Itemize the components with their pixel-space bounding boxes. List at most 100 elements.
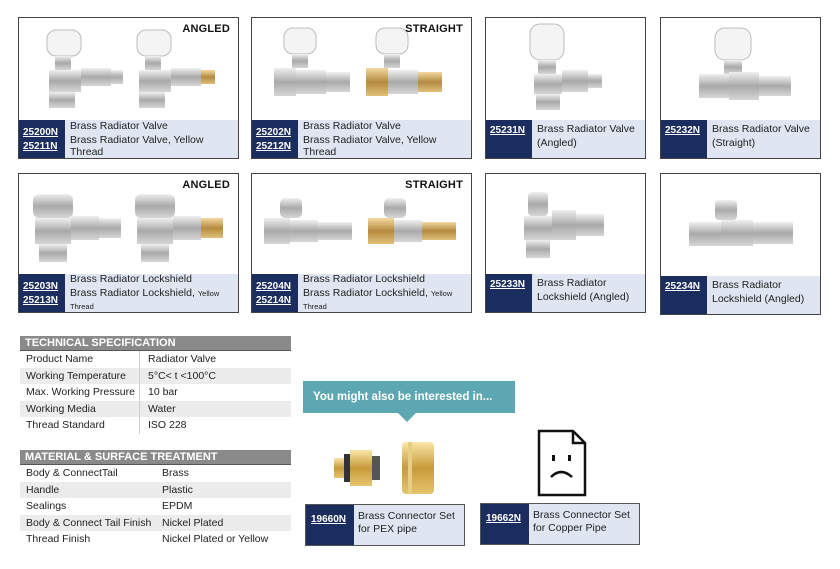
product-code-link[interactable]: 25231N — [490, 125, 526, 136]
straight-lockshield-image — [264, 198, 456, 244]
product-code-link[interactable]: 25204N — [256, 280, 292, 292]
related-code: 19660N — [306, 505, 354, 545]
spec-key: Working Media — [20, 400, 140, 417]
description-line: Brass Connector Set — [533, 509, 630, 521]
spec-row: Max. Working Pressure 10 bar — [20, 384, 291, 401]
interest-banner-arrow — [398, 413, 416, 422]
material-key: Body & ConnectTail — [26, 467, 118, 479]
material-value: EPDM — [162, 500, 193, 512]
description-line: Lockshield (Angled) — [537, 291, 630, 303]
product-photo — [661, 18, 820, 118]
related-code: 19662N — [481, 504, 529, 544]
description-line: (Angled) — [537, 137, 577, 149]
related-product-19662[interactable]: 19662N Brass Connector Set for Copper Pi… — [480, 503, 640, 545]
connector-set-image[interactable] — [328, 436, 438, 500]
product-card-25234[interactable]: 25234N Brass Radiator Lockshield (Angled… — [660, 173, 821, 315]
product-description: Brass Radiator Valve Brass Radiator Valv… — [65, 120, 238, 158]
product-description: Brass Radiator Valve (Straight) — [707, 120, 820, 158]
product-codes: 25233N — [486, 274, 532, 312]
related-product-19660[interactable]: 19660N Brass Connector Set for PEX pipe — [305, 504, 465, 546]
product-codes: 25234N — [661, 276, 707, 314]
material-row: Thread Finish Nickel Plated or Yellow — [20, 531, 291, 548]
product-card-25200[interactable]: ANGLED 25200N 25211N Brass Radiator Valv… — [18, 17, 239, 159]
related-description: Brass Connector Set for PEX pipe — [354, 505, 464, 545]
material-value: Nickel Plated or Yellow — [162, 533, 269, 545]
product-photo — [252, 18, 471, 118]
product-photo — [252, 174, 471, 274]
description-line: for Copper Pipe — [533, 522, 607, 534]
product-code-link[interactable]: 25200N — [23, 126, 59, 138]
product-code-link[interactable]: 25233N — [490, 279, 526, 290]
product-code-link[interactable]: 25202N — [256, 126, 292, 138]
product-code-link[interactable]: 25213N — [23, 294, 59, 306]
description-line: Brass Radiator Lockshield — [70, 273, 192, 285]
description-line: Brass Radiator — [537, 277, 607, 289]
product-card-25202[interactable]: STRAIGHT 25202N 25212N Brass Radiator Va… — [251, 17, 472, 159]
material-key: Sealings — [26, 500, 67, 512]
spec-key: Thread Standard — [20, 417, 140, 434]
product-info: 25231N Brass Radiator Valve (Angled) — [486, 120, 645, 158]
product-code-link[interactable]: 25234N — [665, 281, 701, 292]
material-title: MATERIAL & SURFACE TREATMENT — [20, 450, 291, 465]
material-key: Body & Connect Tail Finish — [26, 516, 152, 529]
spec-value: 5°C< t <100°C — [148, 369, 216, 382]
product-info: 25204N 25214N Brass Radiator Lockshield … — [252, 273, 471, 312]
angled-lockshield-image — [33, 194, 223, 262]
spec-key: Working Temperature — [20, 367, 140, 384]
product-code-link[interactable]: 25212N — [256, 140, 292, 152]
material-value: Brass — [162, 467, 189, 479]
spec-value: 10 bar — [148, 386, 178, 398]
description-line: Brass Radiator Lockshield — [303, 273, 425, 285]
product-codes: 25200N 25211N — [19, 120, 65, 158]
product-card-25231[interactable]: 25231N Brass Radiator Valve (Angled) — [485, 17, 646, 159]
material-key: Thread Finish — [26, 533, 91, 545]
description-line: Brass Radiator Lockshield, Yellow Thread — [70, 287, 238, 313]
product-info: 25200N 25211N Brass Radiator Valve Brass… — [19, 120, 238, 158]
product-code-link[interactable]: 25203N — [23, 280, 59, 292]
product-card-25232[interactable]: 25232N Brass Radiator Valve (Straight) — [660, 17, 821, 159]
material-key: Handle — [26, 483, 60, 496]
spec-key: Max. Working Pressure — [20, 384, 140, 401]
straight-lockshield-image — [689, 200, 793, 246]
variant-tag: ANGLED — [182, 179, 230, 191]
product-card-25233[interactable]: 25233N Brass Radiator Lockshield (Angled… — [485, 173, 646, 313]
product-codes: 25231N — [486, 120, 532, 158]
product-photo — [661, 174, 820, 274]
product-description: Brass Radiator Lockshield Brass Radiator… — [298, 273, 471, 312]
variant-tag: STRAIGHT — [405, 23, 463, 35]
angled-valve-image — [46, 29, 215, 108]
angled-lockshield-image — [524, 192, 604, 258]
material-table: MATERIAL & SURFACE TREATMENT Body & Conn… — [20, 450, 291, 548]
spec-value: ISO 228 — [148, 419, 187, 431]
product-card-25204[interactable]: STRAIGHT 25204N 25214N Brass Radiator Lo… — [251, 173, 472, 313]
related-code-link[interactable]: 19662N — [486, 513, 522, 524]
product-description: Brass Radiator Lockshield Brass Radiator… — [65, 273, 238, 313]
material-row: Body & ConnectTail Brass — [20, 465, 291, 482]
thread-note: Yellow Thread — [303, 289, 453, 311]
description-line: (Straight) — [712, 137, 756, 149]
product-codes: 25202N 25212N — [252, 120, 298, 158]
description-line: Brass Radiator Valve — [537, 123, 635, 135]
description-line: Brass Radiator Valve, Yellow Thread — [303, 134, 437, 158]
related-code-link[interactable]: 19660N — [311, 514, 347, 525]
description-line: Brass Radiator Valve — [70, 120, 168, 132]
description-text: Brass Radiator Lockshield, — [70, 287, 195, 299]
missing-image-icon[interactable] — [537, 429, 587, 497]
interest-banner: You might also be interested in... — [303, 381, 515, 413]
product-code-link[interactable]: 25232N — [665, 125, 701, 136]
spec-row: Working Temperature 5°C< t <100°C — [20, 367, 291, 384]
spec-value: Radiator Valve — [148, 353, 217, 365]
product-code-link[interactable]: 25211N — [23, 140, 58, 152]
product-codes: 25232N — [661, 120, 707, 158]
product-description: Brass Radiator Valve Brass Radiator Valv… — [298, 120, 471, 158]
product-codes: 25204N 25214N — [252, 274, 298, 312]
description-line: Lockshield (Angled) — [712, 293, 805, 305]
product-card-25203[interactable]: ANGLED 25203N 25213N Brass Radiator Lock… — [18, 173, 239, 313]
product-code-link[interactable]: 25214N — [256, 294, 292, 306]
